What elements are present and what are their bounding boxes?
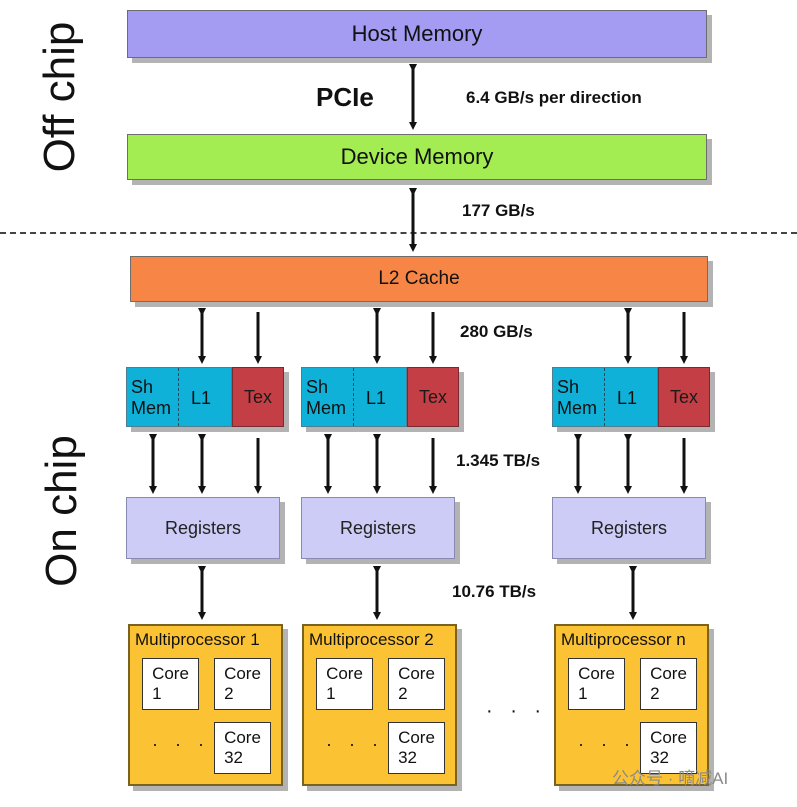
core-32: Core 32 [640,722,697,774]
registers-bandwidth-label: 10.76 TB/s [452,582,537,601]
texture-cache-2: Tex [407,367,459,427]
l1-label: L1 [366,388,387,408]
core-32: Core 32 [388,722,445,774]
pcie-bandwidth-label: 6.4 GB/s per direction [466,88,642,107]
core-2: Core 2 [388,658,445,710]
multiprocessor-1: Multiprocessor 1 Core 1 Core 2 · · · Cor… [128,624,283,786]
multiprocessor-2: Multiprocessor 2 Core 1 Core 2 · · · Cor… [302,624,457,786]
registers-block-1: Registers [126,497,280,559]
multiprocessor-ellipsis: · · · [486,700,548,722]
core-ellipsis: · · · [326,734,384,754]
core-2: Core 2 [640,658,697,710]
texture-cache-n: Tex [658,367,710,427]
l1-label: L1 [617,388,638,408]
cache-divider [178,368,179,426]
multiprocessor-title: Multiprocessor 1 [135,630,260,649]
multiprocessor-title: Multiprocessor n [561,630,686,649]
multiprocessor-title: Multiprocessor 2 [309,630,434,649]
l1-bandwidth-label: 1.345 TB/s [456,451,541,470]
shared-memory-label: Sh Mem [557,377,597,418]
core-1: Core 1 [316,658,373,710]
cache-divider [353,368,354,426]
texture-cache-1: Tex [232,367,284,427]
shared-memory-label: Sh Mem [131,377,171,418]
l2-cache-block: L2 Cache [130,256,708,302]
shared-l1-cache-n: Sh Mem L1 [552,367,658,427]
core-1: Core 1 [568,658,625,710]
core-2: Core 2 [214,658,271,710]
device-memory-block: Device Memory [127,134,707,180]
core-ellipsis: · · · [152,734,210,754]
host-memory-block: Host Memory [127,10,707,58]
device-bandwidth-label: 177 GB/s [462,201,535,220]
core-ellipsis: · · · [578,734,636,754]
core-32: Core 32 [214,722,271,774]
core-1: Core 1 [142,658,199,710]
shared-l1-cache-2: Sh Mem L1 [301,367,407,427]
l2-bandwidth-label: 280 GB/s [460,322,533,341]
pcie-label: PCIe [316,82,374,112]
shared-memory-label: Sh Mem [306,377,346,418]
chip-boundary-divider [0,232,797,234]
l1-label: L1 [191,388,212,408]
registers-block-2: Registers [301,497,455,559]
shared-l1-cache-1: Sh Mem L1 [126,367,232,427]
multiprocessor-n: Multiprocessor n Core 1 Core 2 · · · Cor… [554,624,709,786]
registers-block-n: Registers [552,497,706,559]
watermark-text: 公众号 · 嘀减AI [612,769,729,788]
cache-divider [604,368,605,426]
